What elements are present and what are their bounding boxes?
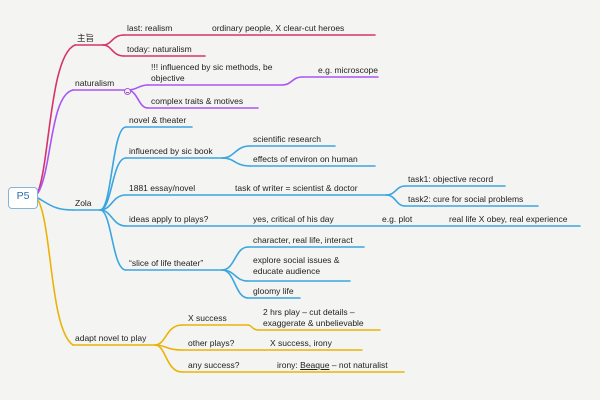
node-today-naturalism[interactable]: today: naturalism bbox=[127, 44, 192, 54]
node-effects-environ[interactable]: effects of environ on human bbox=[253, 154, 358, 164]
beaque-text: Beaque bbox=[300, 360, 330, 370]
node-novel-theater[interactable]: novel & theater bbox=[129, 115, 187, 125]
node-task-writer[interactable]: task of writer = scientist & doctor bbox=[235, 183, 358, 193]
node-x-success-irony[interactable]: X success, irony bbox=[270, 338, 332, 348]
node-character[interactable]: character, real life, interact bbox=[253, 235, 353, 245]
root-node[interactable] bbox=[8, 187, 38, 209]
node-other-plays[interactable]: other plays? bbox=[188, 338, 235, 348]
node-irony-beaque[interactable]: irony: Beaque – not naturalist bbox=[277, 360, 388, 371]
node-influenced-sic[interactable]: !!! influenced by sic methods, be object… bbox=[151, 62, 273, 83]
node-adapt-novel[interactable]: adapt novel to play bbox=[75, 333, 147, 343]
node-naturalism[interactable]: naturalism bbox=[75, 78, 115, 88]
node-ordinary-people[interactable]: ordinary people, X clear-cut heroes bbox=[212, 23, 345, 33]
branch-main-idea-lines bbox=[37, 34, 376, 193]
node-scientific-research[interactable]: scientific research bbox=[253, 134, 322, 144]
node-any-success[interactable]: any success? bbox=[188, 360, 240, 370]
node-eg-plot[interactable]: e.g. plot bbox=[382, 214, 413, 224]
node-task1[interactable]: task1: objective record bbox=[408, 174, 494, 184]
node-eg-microscope[interactable]: e.g. microscope bbox=[318, 65, 378, 75]
node-zola[interactable]: Zola bbox=[75, 198, 92, 208]
node-two-hrs-play[interactable]: 2 hrs play – cut details – exaggerate & … bbox=[263, 307, 364, 328]
node-gloomy-life[interactable]: gloomy life bbox=[253, 286, 294, 296]
node-last-realism[interactable]: last: realism bbox=[127, 23, 173, 33]
node-1881-essay[interactable]: 1881 essay/novel bbox=[129, 183, 196, 193]
node-influenced-sic-book[interactable]: influenced by sic book bbox=[129, 146, 213, 156]
collapse-toggle-icon[interactable] bbox=[124, 88, 131, 95]
irony-prefix-text: irony: bbox=[277, 360, 301, 370]
branch-naturalism-lines bbox=[37, 76, 379, 194]
node-ideas-plays[interactable]: ideas apply to plays? bbox=[129, 214, 209, 224]
node-explore-social[interactable]: explore social issues & educate audience bbox=[253, 255, 340, 276]
node-real-life-obey[interactable]: real life X obey, real experience bbox=[449, 214, 568, 224]
node-x-success[interactable]: X success bbox=[188, 313, 227, 323]
node-main-idea[interactable]: 主旨 bbox=[77, 33, 95, 43]
node-yes-critical[interactable]: yes, critical of his day bbox=[253, 214, 334, 224]
node-complex-traits[interactable]: complex traits & motives bbox=[151, 96, 244, 106]
irony-suffix-text: – not naturalist bbox=[329, 360, 388, 370]
branch-adapt-lines bbox=[37, 199, 405, 373]
root-label: P5 bbox=[16, 190, 30, 202]
node-task2[interactable]: task2: cure for social problems bbox=[408, 194, 524, 204]
branch-zola-lines bbox=[37, 126, 581, 299]
node-slice-of-life[interactable]: “slice of life theater” bbox=[129, 258, 204, 268]
